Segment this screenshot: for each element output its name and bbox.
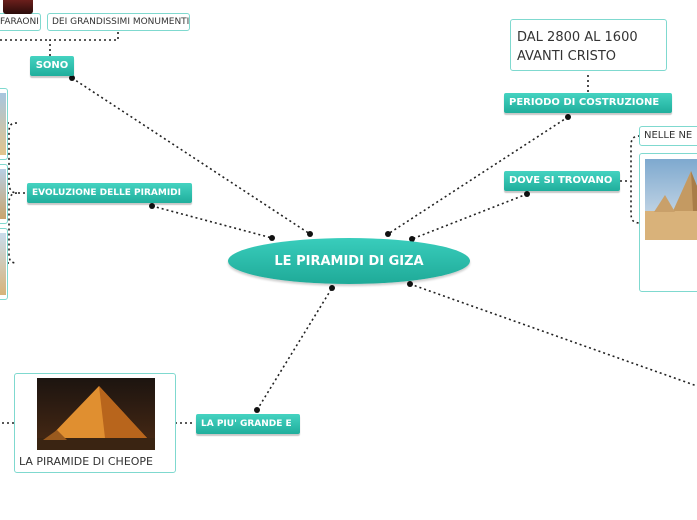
link-periodo (387, 116, 569, 235)
evolution-image-1 (0, 93, 6, 155)
leaf-cheope-label: LA PIRAMIDE DI CHEOPE (19, 455, 154, 468)
leaf-date-line1: DAL 2800 AL 1600 (517, 30, 638, 45)
topic-periodo[interactable]: PERIODO DI COSTRUZIONE (504, 93, 672, 113)
leaf-faraoni-label: FARAONI (0, 17, 39, 27)
evolution-image-card-2[interactable] (0, 164, 8, 224)
evolution-image-3 (0, 233, 6, 295)
leaf-nelle[interactable]: NELLE NE (639, 126, 697, 146)
pharaoh-image-fragment (3, 0, 33, 14)
topic-sono[interactable]: SONO (30, 56, 74, 76)
leaf-nelle-label: NELLE NE (644, 130, 693, 141)
leaf-cheope-card[interactable]: LA PIRAMIDE DI CHEOPE (14, 373, 176, 473)
topic-evoluzione[interactable]: EVOLUZIONE DELLE PIRAMIDI (27, 183, 192, 203)
link-grande (256, 287, 333, 411)
leaf-faraoni[interactable]: FARAONI (0, 0, 41, 31)
evolution-image-2 (0, 169, 6, 219)
link-dove (411, 193, 528, 240)
central-topic[interactable]: LE PIRAMIDI DI GIZA (228, 238, 470, 284)
desert-pyramids-image (645, 159, 697, 240)
link-sono (71, 77, 311, 235)
topic-grande[interactable]: LA PIU' GRANDE E (196, 414, 300, 434)
cheope-pyramid-image (37, 378, 155, 450)
link-dove-bracket (620, 135, 641, 224)
topic-dove[interactable]: DOVE SI TROVANO (504, 171, 620, 191)
link-right (409, 283, 697, 387)
desert-pyramids-card[interactable] (639, 153, 697, 292)
link-evoluzione-bracket (0, 122, 25, 264)
evolution-image-card-1[interactable] (0, 88, 8, 160)
evolution-image-card-3[interactable] (0, 228, 8, 300)
link-evoluzione (151, 205, 273, 239)
leaf-date-line2: AVANTI CRISTO (517, 49, 617, 64)
leaf-monumenti[interactable]: DEI GRANDISSIMI MONUMENTI (47, 13, 190, 31)
leaf-monumenti-label: DEI GRANDISSIMI MONUMENTI (52, 17, 190, 27)
link-sono-leaves (49, 31, 119, 56)
leaf-periodo-note[interactable]: DAL 2800 AL 1600 AVANTI CRISTO (510, 19, 667, 71)
